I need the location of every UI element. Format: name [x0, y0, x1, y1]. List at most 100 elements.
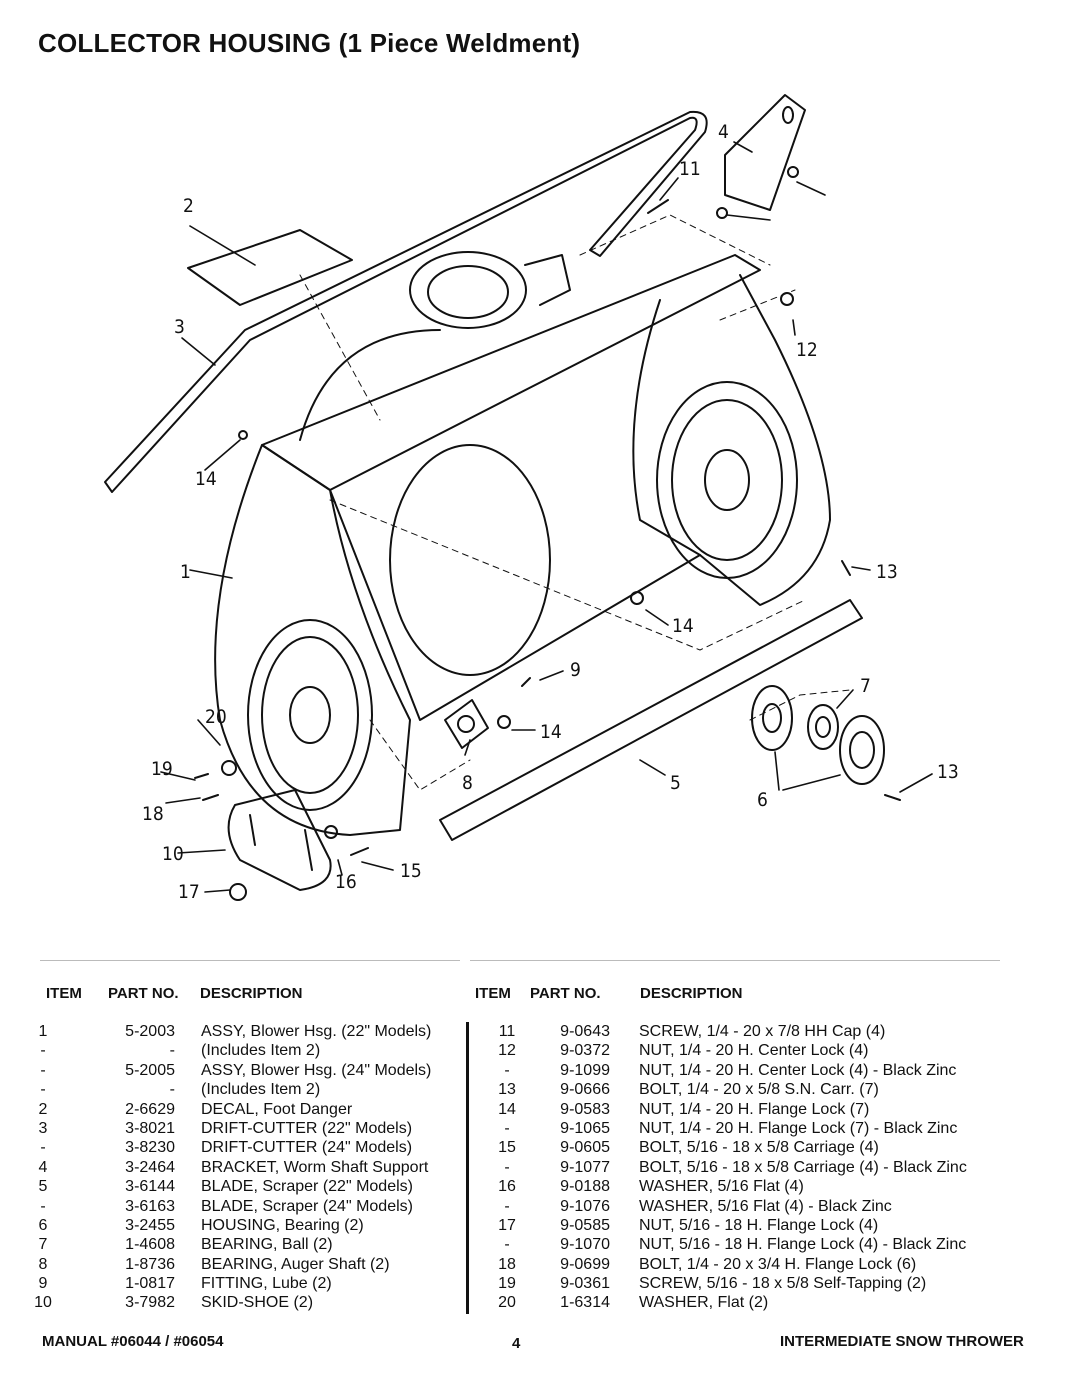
- cell-item: 8: [38, 1255, 48, 1273]
- callout-label: 7: [860, 675, 871, 697]
- cell-desc: NUT, 1/4 - 20 H. Flange Lock (7): [639, 1100, 870, 1118]
- cell-part: 3-2455: [125, 1216, 175, 1234]
- cell-part: 1-0817: [125, 1275, 175, 1293]
- cell-desc: (Includes Item 2): [201, 1042, 321, 1060]
- callout-label: 14: [672, 615, 694, 637]
- cell-part: 1-6314: [560, 1294, 610, 1312]
- product-name: INTERMEDIATE SNOW THROWER: [780, 1333, 1024, 1350]
- cell-item: -: [504, 1236, 510, 1254]
- cell-desc: BEARING, Auger Shaft (2): [201, 1255, 390, 1273]
- col-header-part: PART NO.: [530, 985, 601, 1002]
- cell-part: 9-0585: [560, 1216, 610, 1234]
- cell-item: 7: [38, 1236, 48, 1254]
- bracket-part: [724, 94, 806, 211]
- cell-item: -: [40, 1197, 46, 1215]
- col-header-item: ITEM: [46, 985, 82, 1002]
- manual-number: MANUAL #06044 / #06054: [42, 1333, 224, 1350]
- cell-item: 2: [38, 1100, 48, 1118]
- callout-label: 6: [757, 789, 768, 811]
- callout-label: 18: [142, 803, 164, 825]
- cell-item: -: [40, 1042, 46, 1060]
- callout-label: 16: [335, 871, 357, 893]
- cell-item: 5: [38, 1178, 48, 1196]
- cell-desc: NUT, 1/4 - 20 H. Center Lock (4): [639, 1042, 869, 1060]
- cell-part: 1-8736: [125, 1255, 175, 1273]
- cell-desc: BLADE, Scraper (24" Models): [201, 1197, 413, 1215]
- cell-desc: SKID-SHOE (2): [201, 1294, 314, 1312]
- cell-desc: WASHER, 5/16 Flat (4): [639, 1178, 804, 1196]
- cell-item: 18: [498, 1255, 516, 1273]
- cell-desc: FITTING, Lube (2): [201, 1275, 332, 1293]
- cell-desc: ASSY, Blower Hsg. (22" Models): [201, 1023, 432, 1040]
- cell-part: 9-0188: [560, 1178, 610, 1196]
- cell-part: 3-6163: [125, 1197, 175, 1215]
- cell-desc: DECAL, Foot Danger: [201, 1100, 353, 1118]
- cell-item: -: [40, 1081, 46, 1099]
- cell-part: 2-6629: [125, 1100, 175, 1118]
- cell-part: 9-0699: [560, 1255, 610, 1273]
- cell-desc: BOLT, 5/16 - 18 x 5/8 Carriage (4) - Bla…: [639, 1158, 967, 1176]
- col-header-description: DESCRIPTION: [640, 985, 743, 1002]
- cell-item: -: [504, 1158, 510, 1176]
- cell-item: 14: [498, 1100, 516, 1118]
- cell-desc: NUT, 1/4 - 20 H. Center Lock (4) - Black…: [639, 1061, 957, 1079]
- cell-desc: HOUSING, Bearing (2): [201, 1216, 364, 1234]
- cell-desc: BOLT, 1/4 - 20 x 5/8 S.N. Carr. (7): [639, 1081, 879, 1099]
- cell-part: -: [169, 1081, 175, 1099]
- cell-item: 13: [498, 1081, 516, 1099]
- callout-label: 13: [876, 561, 898, 583]
- cell-item: 4: [38, 1158, 48, 1176]
- page-title: COLLECTOR HOUSING (1 Piece Weldment): [38, 28, 581, 58]
- callout-label: 13: [937, 761, 959, 783]
- cell-part: 3-2464: [125, 1158, 175, 1176]
- callout-label: 15: [400, 860, 422, 882]
- cell-part: 5-2005: [125, 1061, 175, 1079]
- callout-label: 12: [796, 339, 818, 361]
- cell-part: 5-2003: [125, 1023, 175, 1040]
- cell-part: 9-0643: [560, 1023, 610, 1040]
- cell-part: 9-1065: [560, 1119, 610, 1137]
- cell-desc: BLADE, Scraper (22" Models): [201, 1178, 413, 1196]
- callout-label: 9: [570, 659, 581, 681]
- callout-label: 10: [162, 843, 184, 865]
- cell-part: 3-7982: [125, 1294, 175, 1312]
- cell-part: 1-4608: [125, 1236, 175, 1254]
- exploded-parts-diagram: 2 3 4 11 12 14 1 13 14 9 7 20 14 19 8 5 …: [104, 94, 959, 903]
- table-row: 9 1-0817 FITTING, Lube (2): [0, 1274, 466, 1293]
- cell-part: 9-1099: [560, 1061, 610, 1079]
- table-row: 1 5-2003 ASSY, Blower Hsg. (22" Models): [0, 1022, 466, 1041]
- cell-desc: SCREW, 5/16 - 18 x 5/8 Self-Tapping (2): [639, 1275, 927, 1293]
- callout-label: 19: [151, 758, 173, 780]
- cell-item: -: [40, 1061, 46, 1079]
- cell-item: 9: [38, 1275, 48, 1293]
- cell-desc: WASHER, Flat (2): [639, 1294, 769, 1312]
- callout-label: 14: [540, 721, 562, 743]
- cell-desc: NUT, 1/4 - 20 H. Flange Lock (7) - Black…: [639, 1119, 958, 1137]
- col-header-description: DESCRIPTION: [200, 985, 303, 1002]
- column-divider: [466, 1022, 469, 1314]
- callout-label: 5: [670, 772, 681, 794]
- cell-part: 3-8230: [125, 1139, 175, 1157]
- callout-label: 1: [180, 561, 191, 583]
- cell-part: 3-6144: [125, 1178, 175, 1196]
- cell-item: 1: [38, 1023, 48, 1040]
- table-row: - 3-6163 BLADE, Scraper (24" Models): [0, 1197, 466, 1216]
- cell-desc: NUT, 5/16 - 18 H. Flange Lock (4): [639, 1216, 879, 1234]
- cell-part: 9-0605: [560, 1139, 610, 1157]
- cell-part: 9-1076: [560, 1197, 610, 1215]
